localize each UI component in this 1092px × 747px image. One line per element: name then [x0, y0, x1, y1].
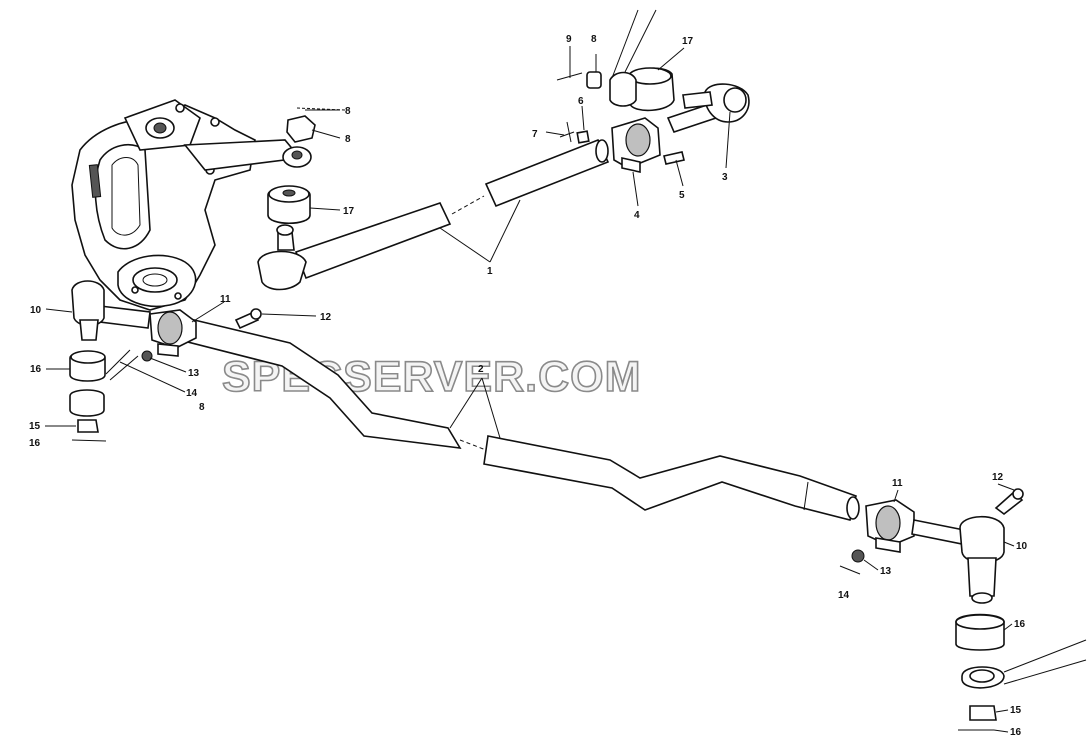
- callout-8-top: 8: [591, 34, 597, 45]
- callout-15-left: 15: [29, 421, 41, 432]
- callout-12-left: 12: [320, 312, 332, 323]
- steering-knuckle: [71, 99, 302, 311]
- callout-17-left: 17: [343, 206, 355, 217]
- callout-13-right: 13: [880, 566, 892, 577]
- callout-16-left-upper: 16: [30, 364, 42, 375]
- callout-10-right: 10: [1016, 541, 1028, 552]
- callout-8-upper: 8: [345, 106, 351, 117]
- right-tie-rod-end: [839, 488, 1087, 731]
- callout-5: 5: [679, 190, 685, 201]
- callout-4: 4: [634, 210, 640, 221]
- callout-7: 7: [532, 129, 538, 140]
- callout-8-left: 8: [199, 402, 205, 413]
- tie-rod-tube: [179, 317, 860, 521]
- callout-11-left: 11: [220, 294, 231, 305]
- callout-6: 6: [578, 96, 584, 107]
- callout-16-right-upper: 16: [1014, 619, 1026, 630]
- callout-labels: 1 2 3 4 5 6 7 8 9 17 8 8 17 10 11 12 13 …: [29, 34, 1028, 738]
- callout-2: 2: [478, 364, 484, 375]
- left-tie-rod-end: [69, 280, 262, 442]
- callout-14-left: 14: [186, 388, 198, 399]
- leader-lines: [45, 46, 1015, 733]
- callout-16-left-lower: 16: [29, 438, 41, 449]
- callout-3: 3: [722, 172, 728, 183]
- callout-8-lower: 8: [345, 134, 351, 145]
- callout-12-right: 12: [992, 472, 1004, 483]
- callout-13-left: 13: [188, 368, 200, 379]
- callout-14-right: 14: [838, 590, 850, 601]
- upper-arm-joint: [267, 107, 346, 225]
- callout-17-top: 17: [682, 36, 694, 47]
- upper-right-joint: [556, 9, 750, 173]
- drag-link-tube: [257, 138, 610, 291]
- callout-16-right-lower: 16: [1010, 727, 1022, 738]
- callout-15-right: 15: [1010, 705, 1022, 716]
- callout-9: 9: [566, 34, 572, 45]
- callout-11-right: 11: [892, 478, 903, 489]
- callout-1: 1: [487, 266, 493, 277]
- callout-10-left: 10: [30, 305, 42, 316]
